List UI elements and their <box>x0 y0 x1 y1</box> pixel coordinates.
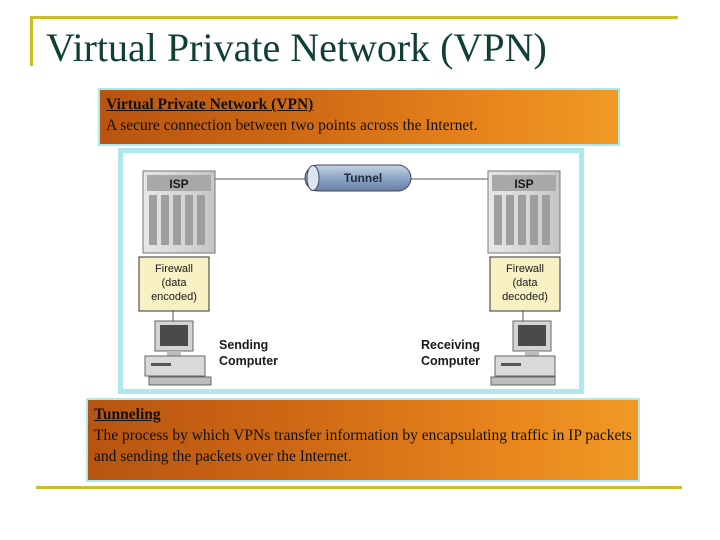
receiving-computer-icon <box>490 320 556 386</box>
right-isp-server-icon: ISP <box>487 170 561 254</box>
sending-computer-line-1: Sending <box>219 338 268 352</box>
right-firewall-line-2: (data <box>512 277 538 289</box>
sending-computer-line-2: Computer <box>219 354 278 368</box>
vpn-diagram-svg: Tunnel ISP ISP <box>138 164 561 386</box>
title-rule-top <box>30 16 678 19</box>
receiving-computer-line-2: Computer <box>421 354 480 368</box>
right-isp-label: ISP <box>514 177 533 191</box>
vpn-definition-callout: Virtual Private Network (VPN) A secure c… <box>98 88 620 146</box>
title-rule-left <box>30 16 33 66</box>
tunneling-heading: Tunneling <box>94 406 161 423</box>
right-firewall-line-3: decoded) <box>502 291 548 303</box>
left-isp-server-icon: ISP <box>142 170 216 254</box>
tunnel-icon: Tunnel <box>304 164 412 192</box>
page-title: Virtual Private Network (VPN) <box>46 25 547 70</box>
left-firewall-box: Firewall (data encoded) <box>138 256 210 312</box>
left-firewall-line-2: (data <box>161 277 187 289</box>
bottom-rule <box>36 486 682 489</box>
tunneling-text: The process by which VPNs transfer infor… <box>94 427 632 465</box>
connection-lines <box>172 178 524 328</box>
left-firewall-line-1: Firewall <box>155 263 193 275</box>
right-firewall-box: Firewall (data decoded) <box>489 256 561 312</box>
right-firewall-line-1: Firewall <box>506 263 544 275</box>
tunneling-definition-callout: Tunneling The process by which VPNs tran… <box>86 398 640 482</box>
tunnel-label: Tunnel <box>344 171 382 185</box>
vpn-definition-heading: Virtual Private Network (VPN) <box>106 96 314 113</box>
left-isp-label: ISP <box>169 177 188 191</box>
vpn-diagram: Tunnel ISP ISP <box>118 148 584 394</box>
receiving-computer-line-1: Receiving <box>421 338 480 352</box>
left-firewall-line-3: encoded) <box>151 291 197 303</box>
sending-computer-icon <box>144 320 212 386</box>
vpn-definition-text: A secure connection between two points a… <box>106 117 478 134</box>
